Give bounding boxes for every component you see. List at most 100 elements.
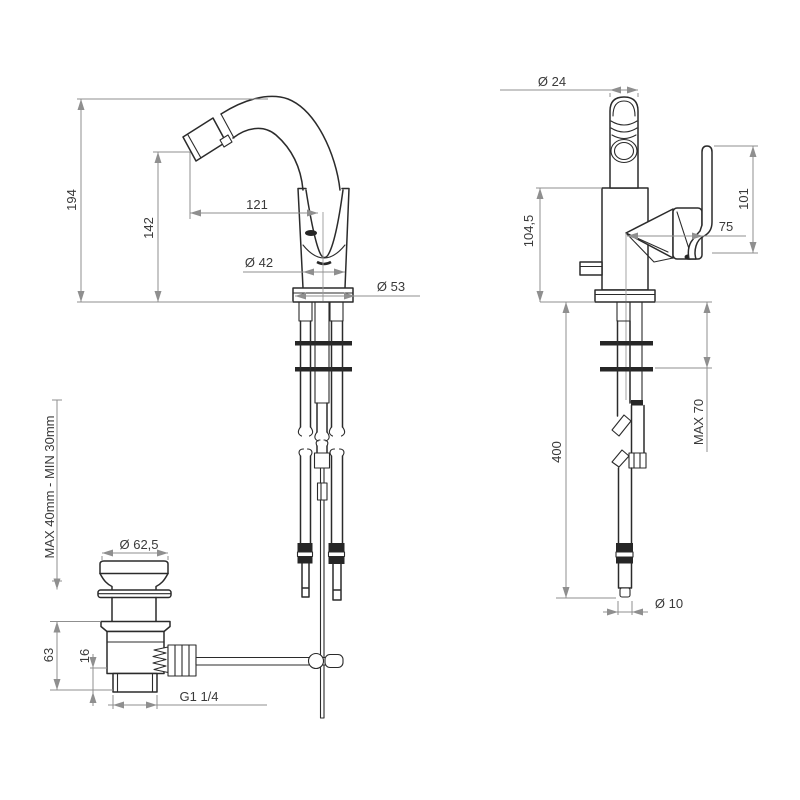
dim-label-handle-height: 101 <box>736 188 751 210</box>
hose-connector <box>328 556 345 564</box>
brand-logo-mark <box>305 230 317 236</box>
mounting-washer <box>295 341 352 346</box>
hose-connector <box>616 557 633 564</box>
hose-connector <box>616 543 633 552</box>
hose-tip <box>301 562 310 598</box>
popup-rod-coupler <box>313 452 331 469</box>
body-outline <box>297 187 350 289</box>
hose-line <box>299 455 344 544</box>
spout-inner-curve <box>232 127 304 191</box>
extension-line <box>500 89 639 97</box>
popup-rod <box>316 445 328 454</box>
hose-fitting <box>329 301 344 322</box>
dim-label-spout-reach: 121 <box>246 197 268 212</box>
drain-lever-ball-joint <box>307 652 325 670</box>
front-view-dimensions: 194 142 121 Ø 42 Ø 53 <box>64 98 420 303</box>
hose-nut <box>628 452 647 469</box>
hose-crimp <box>611 449 630 468</box>
extension-line <box>655 367 712 452</box>
hose-tip <box>332 563 342 601</box>
drain-dimensions: MAX 40mm - MIN 30mm Ø 62,5 63 16 G1 1/4 <box>41 399 267 709</box>
drain-clamp-nut-ribs <box>174 644 190 677</box>
dim-label-body-height: 104,5 <box>521 215 536 248</box>
hose-tip <box>617 562 633 589</box>
dim-label-spout-height: 142 <box>141 217 156 239</box>
spout-outer-curve <box>220 95 341 191</box>
spout-end-rings <box>610 120 638 140</box>
popup-thin-rod <box>319 467 325 719</box>
hose-fitting <box>298 301 313 322</box>
dim-label-thread-size: G1 1/4 <box>179 689 218 704</box>
drain-clamp-teeth <box>152 646 169 674</box>
extension-line <box>712 145 758 254</box>
dim-label-spout-diameter: Ø 24 <box>538 74 566 89</box>
extension-line <box>101 556 169 560</box>
dim-label-body-diameter: Ø 42 <box>245 255 273 270</box>
side-view <box>579 96 713 598</box>
dim-label-max-mounting: MAX 70 <box>691 399 706 445</box>
hose-nut-ribs <box>633 452 641 469</box>
base-plate-side <box>594 289 656 303</box>
spout-end-inner-arc <box>612 100 636 117</box>
hose-line <box>630 404 645 454</box>
hose-line <box>617 467 633 544</box>
dim-label-thread-length: 16 <box>77 649 92 663</box>
threaded-stud <box>314 301 330 404</box>
hose-connector-band <box>296 551 314 558</box>
aerator-notch <box>219 134 233 148</box>
dim-label-flange-diameter: Ø 62,5 <box>119 537 158 552</box>
dim-label-under-height: 63 <box>41 648 56 662</box>
hose-fitting <box>616 301 631 322</box>
mounting-washer <box>600 341 653 346</box>
side-view-dimensions: Ø 24 104,5 400 MAX 70 Ø 10 101 75 <box>500 74 758 616</box>
popup-rod-sleeve <box>316 482 328 501</box>
mounting-washer <box>600 367 653 372</box>
body-tongue <box>305 189 344 259</box>
extension-line <box>90 667 107 692</box>
hose-connector <box>297 543 313 552</box>
hose-crimp <box>611 414 632 437</box>
dim-label-total-height: 194 <box>64 189 79 211</box>
drain-thread-tail <box>112 672 158 693</box>
handle-lever <box>687 145 713 260</box>
dim-label-base-diameter: Ø 53 <box>377 279 405 294</box>
hose-connector-band <box>327 551 346 558</box>
dim-label-hose-tip-diameter: Ø 10 <box>655 596 683 611</box>
drain-flange <box>100 620 171 633</box>
mounting-washer <box>295 367 352 372</box>
extension-line <box>77 98 293 303</box>
drain-neck <box>111 596 157 623</box>
body-shell-arc <box>302 244 346 259</box>
dim-label-hose-length: 400 <box>549 441 564 463</box>
hose-connector <box>328 543 345 552</box>
drain-assembly <box>97 560 344 693</box>
extension-line <box>153 151 191 219</box>
popup-rod-outlet-tab <box>579 261 603 276</box>
popup-rod-break <box>314 431 330 447</box>
extension-line <box>617 601 633 615</box>
dim-label-handle-reach: 75 <box>719 219 733 234</box>
drain-cap <box>99 560 169 575</box>
hose-tip-end <box>619 587 631 598</box>
hose-connector <box>297 556 313 564</box>
hose-line <box>616 320 631 417</box>
drain-body <box>106 630 165 675</box>
drain-thread-lines <box>116 672 154 693</box>
hose-connector-band <box>615 551 634 558</box>
hose-break <box>297 426 346 437</box>
dim-label-mounting-range: MAX 40mm - MIN 30mm <box>42 415 57 558</box>
dim-ticks <box>52 399 62 582</box>
popup-rod <box>316 402 328 433</box>
aerator-ring-inner <box>613 141 635 161</box>
drain-neck-curves <box>99 572 169 591</box>
aerator-tip <box>182 117 227 162</box>
threaded-stud <box>629 301 643 403</box>
front-view <box>182 95 354 719</box>
drain-lever-end-cap <box>324 653 344 669</box>
hose-break <box>298 448 345 457</box>
hose-line <box>299 320 344 428</box>
rod-cap <box>631 400 643 406</box>
drain-lever-rod <box>195 656 328 666</box>
